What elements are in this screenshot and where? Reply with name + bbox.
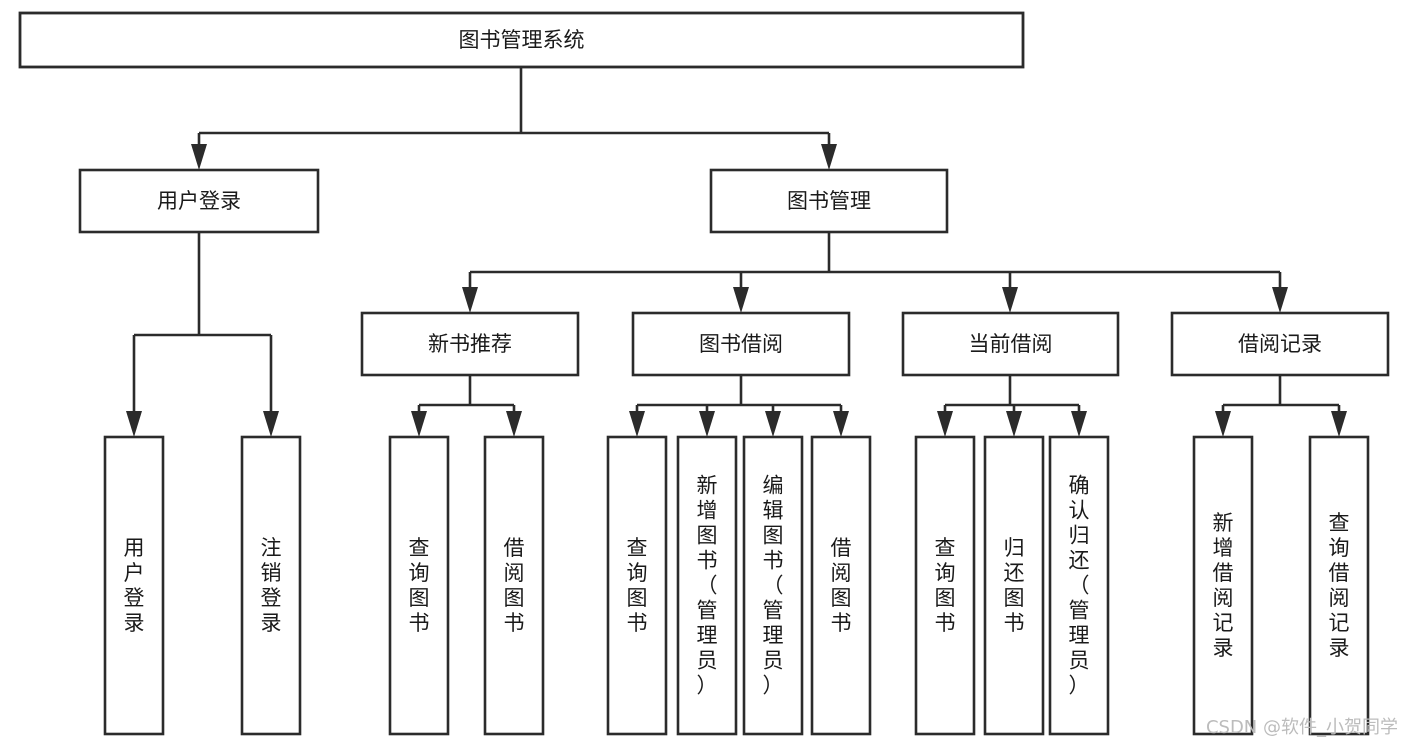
node-box[interactable] xyxy=(78,168,320,234)
node-leaf-leaf-borrow-book[interactable]: 借阅图书 xyxy=(810,435,872,736)
node-box[interactable] xyxy=(742,435,804,736)
node-label: 注销登录 xyxy=(261,536,282,635)
node-label: 用户登录 xyxy=(157,189,241,213)
node-leaf-leaf-query-book-borrow[interactable]: 查询图书 xyxy=(606,435,668,736)
node-label: 图书管理系统 xyxy=(459,28,585,52)
node-label: 新增图书（管理员） xyxy=(697,474,718,698)
node-leaf-leaf-edit-book[interactable]: 编辑图书（管理员） xyxy=(742,435,804,736)
node-box[interactable] xyxy=(676,435,738,736)
node-label: 查询图书 xyxy=(627,536,648,635)
node-leaf-leaf-query-book-current[interactable]: 查询图书 xyxy=(914,435,976,736)
watermark-label: CSDN @软件_小贺同学 xyxy=(1206,717,1398,738)
node-leaf-leaf-add-book[interactable]: 新增图书（管理员） xyxy=(676,435,738,736)
node-leaf-leaf-add-record[interactable]: 新增借阅记录 xyxy=(1192,435,1254,736)
node-label: 当前借阅 xyxy=(969,332,1053,356)
node-box[interactable] xyxy=(606,435,668,736)
node-leaf-leaf-borrow-book-rec[interactable]: 借阅图书 xyxy=(483,435,545,736)
node-label: 新增借阅记录 xyxy=(1213,511,1234,660)
node-label: 新书推荐 xyxy=(428,332,512,356)
node-box[interactable] xyxy=(483,435,545,736)
node-box[interactable] xyxy=(1048,435,1110,736)
node-box[interactable] xyxy=(1170,311,1390,377)
node-label: 用户登录 xyxy=(124,536,145,635)
node-leaf-leaf-confirm-return[interactable]: 确认归还（管理员） xyxy=(1048,435,1110,736)
node-box[interactable] xyxy=(103,435,165,736)
node-box[interactable] xyxy=(901,311,1120,377)
connector-current-borrow-to-leaves xyxy=(937,375,1087,437)
node-leaf-leaf-user-login[interactable]: 用户登录 xyxy=(103,435,165,736)
node-label: 图书管理 xyxy=(787,189,871,213)
connector-book-borrow-to-leaves xyxy=(629,375,849,437)
node-label: 图书借阅 xyxy=(699,332,783,356)
connector-borrow-record-to-leaves xyxy=(1215,375,1347,437)
node-box[interactable] xyxy=(914,435,976,736)
connector-layer xyxy=(126,67,1347,437)
node-level2-book-manage[interactable]: 图书管理 xyxy=(709,168,949,234)
node-box[interactable] xyxy=(810,435,872,736)
node-leaf-leaf-user-logout[interactable]: 注销登录 xyxy=(240,435,302,736)
node-leaf-leaf-return-book[interactable]: 归还图书 xyxy=(983,435,1045,736)
connector-book-manage-to-level3 xyxy=(462,232,1288,313)
node-level2-user-login[interactable]: 用户登录 xyxy=(78,168,320,234)
node-leaf-leaf-query-record[interactable]: 查询借阅记录 xyxy=(1308,435,1370,736)
node-layer: 图书管理系统用户登录图书管理新书推荐图书借阅当前借阅借阅记录用户登录注销登录查询… xyxy=(18,11,1390,736)
node-level3-current-borrow[interactable]: 当前借阅 xyxy=(901,311,1120,377)
node-label: 借阅记录 xyxy=(1238,332,1322,356)
node-leaf-leaf-query-book-rec[interactable]: 查询图书 xyxy=(388,435,450,736)
node-label: 查询图书 xyxy=(935,536,956,635)
node-box[interactable] xyxy=(18,11,1025,69)
node-box[interactable] xyxy=(360,311,580,377)
node-label: 查询借阅记录 xyxy=(1329,511,1350,660)
node-label: 归还图书 xyxy=(1004,536,1025,635)
node-label: 查询图书 xyxy=(409,536,430,635)
connector-new-book-rec-to-leaves xyxy=(411,375,522,437)
node-level3-book-borrow[interactable]: 图书借阅 xyxy=(631,311,851,377)
node-level3-borrow-record[interactable]: 借阅记录 xyxy=(1170,311,1390,377)
node-label: 确认归还（管理员） xyxy=(1069,474,1090,698)
connector-root-to-level2 xyxy=(191,67,837,170)
connector-user-login-to-leaves xyxy=(126,232,279,437)
node-level3-new-book-rec[interactable]: 新书推荐 xyxy=(360,311,580,377)
node-box[interactable] xyxy=(631,311,851,377)
node-box[interactable] xyxy=(1308,435,1370,736)
node-label: 借阅图书 xyxy=(504,536,525,635)
node-root[interactable]: 图书管理系统 xyxy=(18,11,1025,69)
node-box[interactable] xyxy=(388,435,450,736)
node-box[interactable] xyxy=(1192,435,1254,736)
node-box[interactable] xyxy=(983,435,1045,736)
node-label: 编辑图书（管理员） xyxy=(763,474,784,698)
node-box[interactable] xyxy=(240,435,302,736)
node-box[interactable] xyxy=(709,168,949,234)
node-label: 借阅图书 xyxy=(831,536,852,635)
